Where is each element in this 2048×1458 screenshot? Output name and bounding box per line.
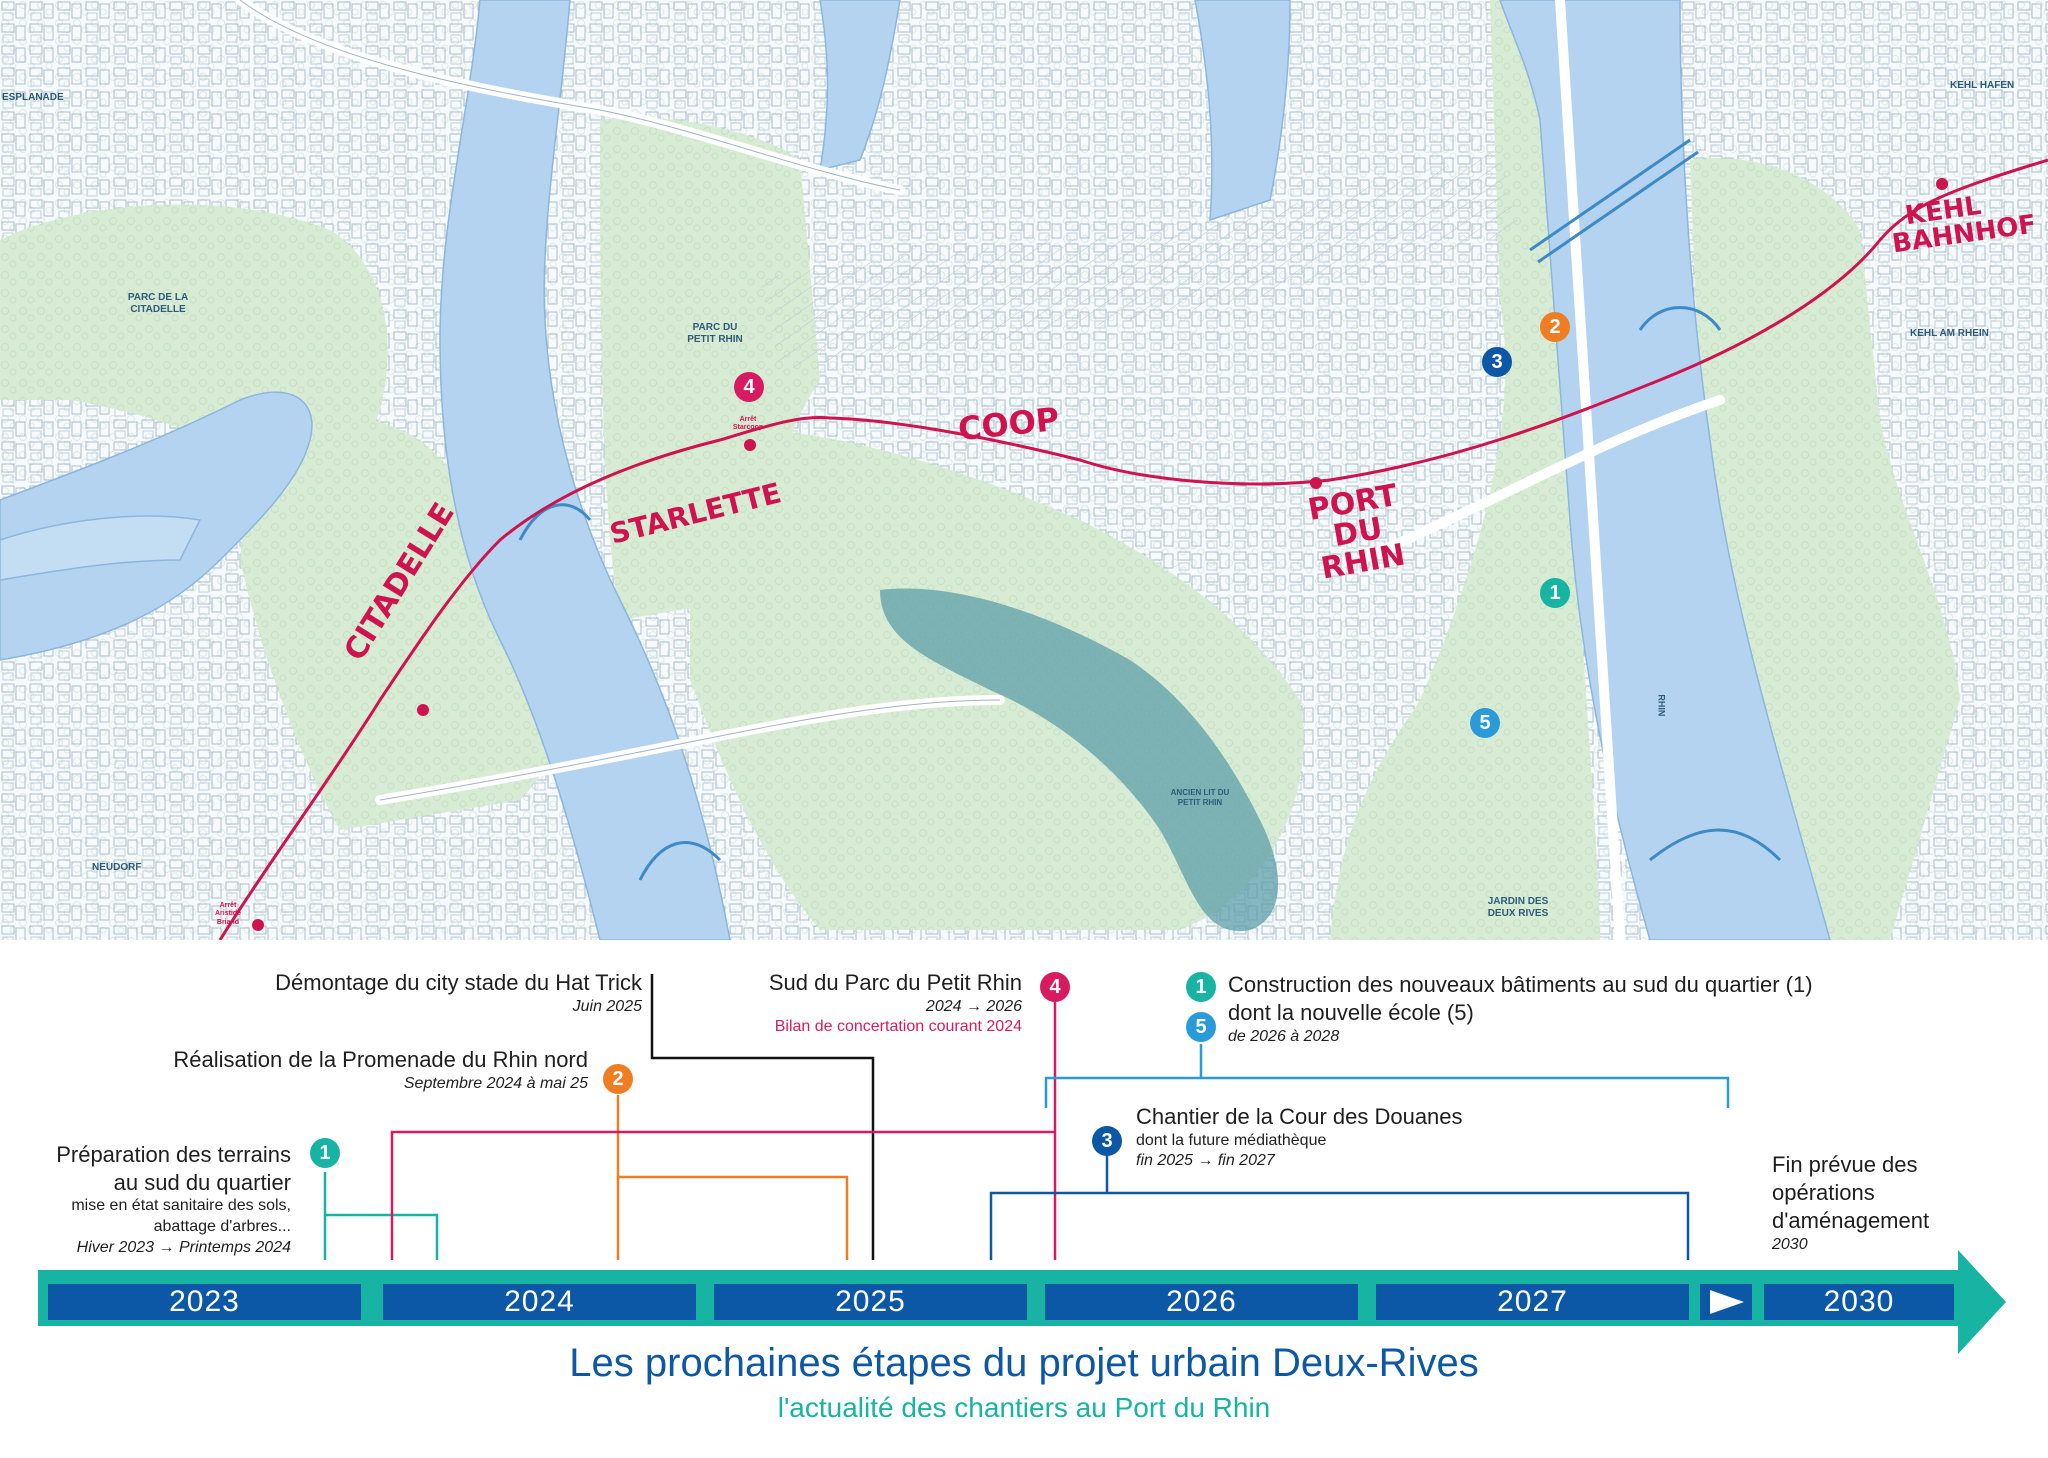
event-preparation-detail-2: abattage d'arbres... — [153, 1218, 291, 1235]
map-marker-4: 4 — [734, 372, 764, 402]
label-kehl-hafen: KEHL HAFEN — [1950, 80, 2015, 91]
label-kehl-am-rhein: KEHL AM RHEIN — [1910, 328, 1989, 339]
ancien-lit-shade — [880, 588, 1279, 932]
event-batiments-title-2: dont la nouvelle école (5) — [1228, 1000, 1474, 1025]
event-preparation-title-1: Préparation des terrains — [56, 1142, 291, 1167]
event-parc-title: Sud du Parc du Petit Rhin — [768, 970, 1022, 995]
event-douanes-detail: dont la future médiathèque — [1136, 1132, 1327, 1149]
station-coop: COOP — [956, 399, 1062, 449]
footer-subtitle: l'actualité des chantiers au Port du Rhi… — [777, 1392, 1271, 1423]
badge-1b: 1 — [1186, 972, 1216, 1002]
event-hat-trick-date: Juin 2025 — [572, 998, 642, 1015]
bridges — [518, 138, 1782, 881]
rivers — [0, 0, 1831, 940]
event-preparation-title-2: au sud du quartier — [113, 1170, 291, 1195]
map-marker-5: 5 — [1470, 708, 1500, 738]
badge-1: 1 — [310, 1138, 340, 1168]
event-fin-title-2: opérations — [1772, 1180, 1875, 1205]
year-2025: 2025 — [714, 1284, 1027, 1320]
event-parc-date: 2024 → 2026 — [925, 998, 1022, 1015]
label-neudorf: NEUDORF — [92, 862, 142, 873]
event-hat-trick-title: Démontage du city stade du Hat Trick — [275, 970, 642, 995]
badge-4: 4 — [1040, 972, 1070, 1002]
event-douanes-date: fin 2025 → fin 2027 — [1136, 1152, 1275, 1169]
label-arret-starcoop: Arrêt Starcoop — [732, 416, 764, 432]
event-batiments-date: de 2026 à 2028 — [1228, 1028, 1340, 1045]
map-illustration — [0, 0, 2048, 940]
year-2026: 2026 — [1045, 1284, 1358, 1320]
event-preparation-date: Hiver 2023 → Printemps 2024 — [76, 1239, 291, 1256]
year-2027: 2027 — [1376, 1284, 1689, 1320]
event-fin-title-1: Fin prévue des — [1772, 1152, 1918, 1177]
event-fin-date: 2030 — [1772, 1236, 1808, 1253]
badge-2: 2 — [603, 1064, 633, 1094]
event-parc-note: Bilan de concertation courant 2024 — [774, 1018, 1022, 1035]
event-douanes-title: Chantier de la Cour des Douanes — [1136, 1104, 1463, 1129]
badge-5: 5 — [1186, 1012, 1216, 1042]
year-2023: 2023 — [48, 1284, 361, 1320]
event-promenade-date: Septembre 2024 à mai 25 — [403, 1075, 588, 1092]
map-marker-1: 1 — [1540, 578, 1570, 608]
event-promenade-title: Réalisation de la Promenade du Rhin nord — [173, 1047, 588, 1072]
event-fin-title-3: d'aménagement — [1772, 1208, 1930, 1233]
label-jardin-deux-rives: JARDIN DES DEUX RIVES — [1487, 896, 1549, 919]
map-marker-3: 3 — [1482, 347, 1512, 377]
footer-title: Les prochaines étapes du projet urbain D… — [569, 1341, 1479, 1385]
label-esplanade: ESPLANADE — [2, 92, 64, 103]
badge-3: 3 — [1092, 1126, 1122, 1156]
tram-line — [218, 158, 2048, 940]
tram-stops — [252, 178, 1948, 931]
event-batiments-title-1: Construction des nouveaux bâtiments au s… — [1228, 972, 1813, 997]
label-rhin: RHIN — [1656, 694, 1667, 717]
label-parc-petit-rhin: PARC DU PETIT RHIN — [687, 322, 743, 345]
year-2030: 2030 — [1764, 1284, 1954, 1320]
label-ancien-lit: ANCIEN LIT DU PETIT RHIN — [1170, 788, 1230, 807]
label-arret-aristide: Arrêt Aristide Briand — [214, 902, 242, 926]
year-2024: 2024 — [383, 1284, 696, 1320]
label-parc-citadelle: PARC DE LA CITADELLE — [127, 292, 189, 315]
event-preparation-detail-1: mise en état sanitaire des sols, — [71, 1197, 291, 1214]
map-marker-2: 2 — [1540, 312, 1570, 342]
